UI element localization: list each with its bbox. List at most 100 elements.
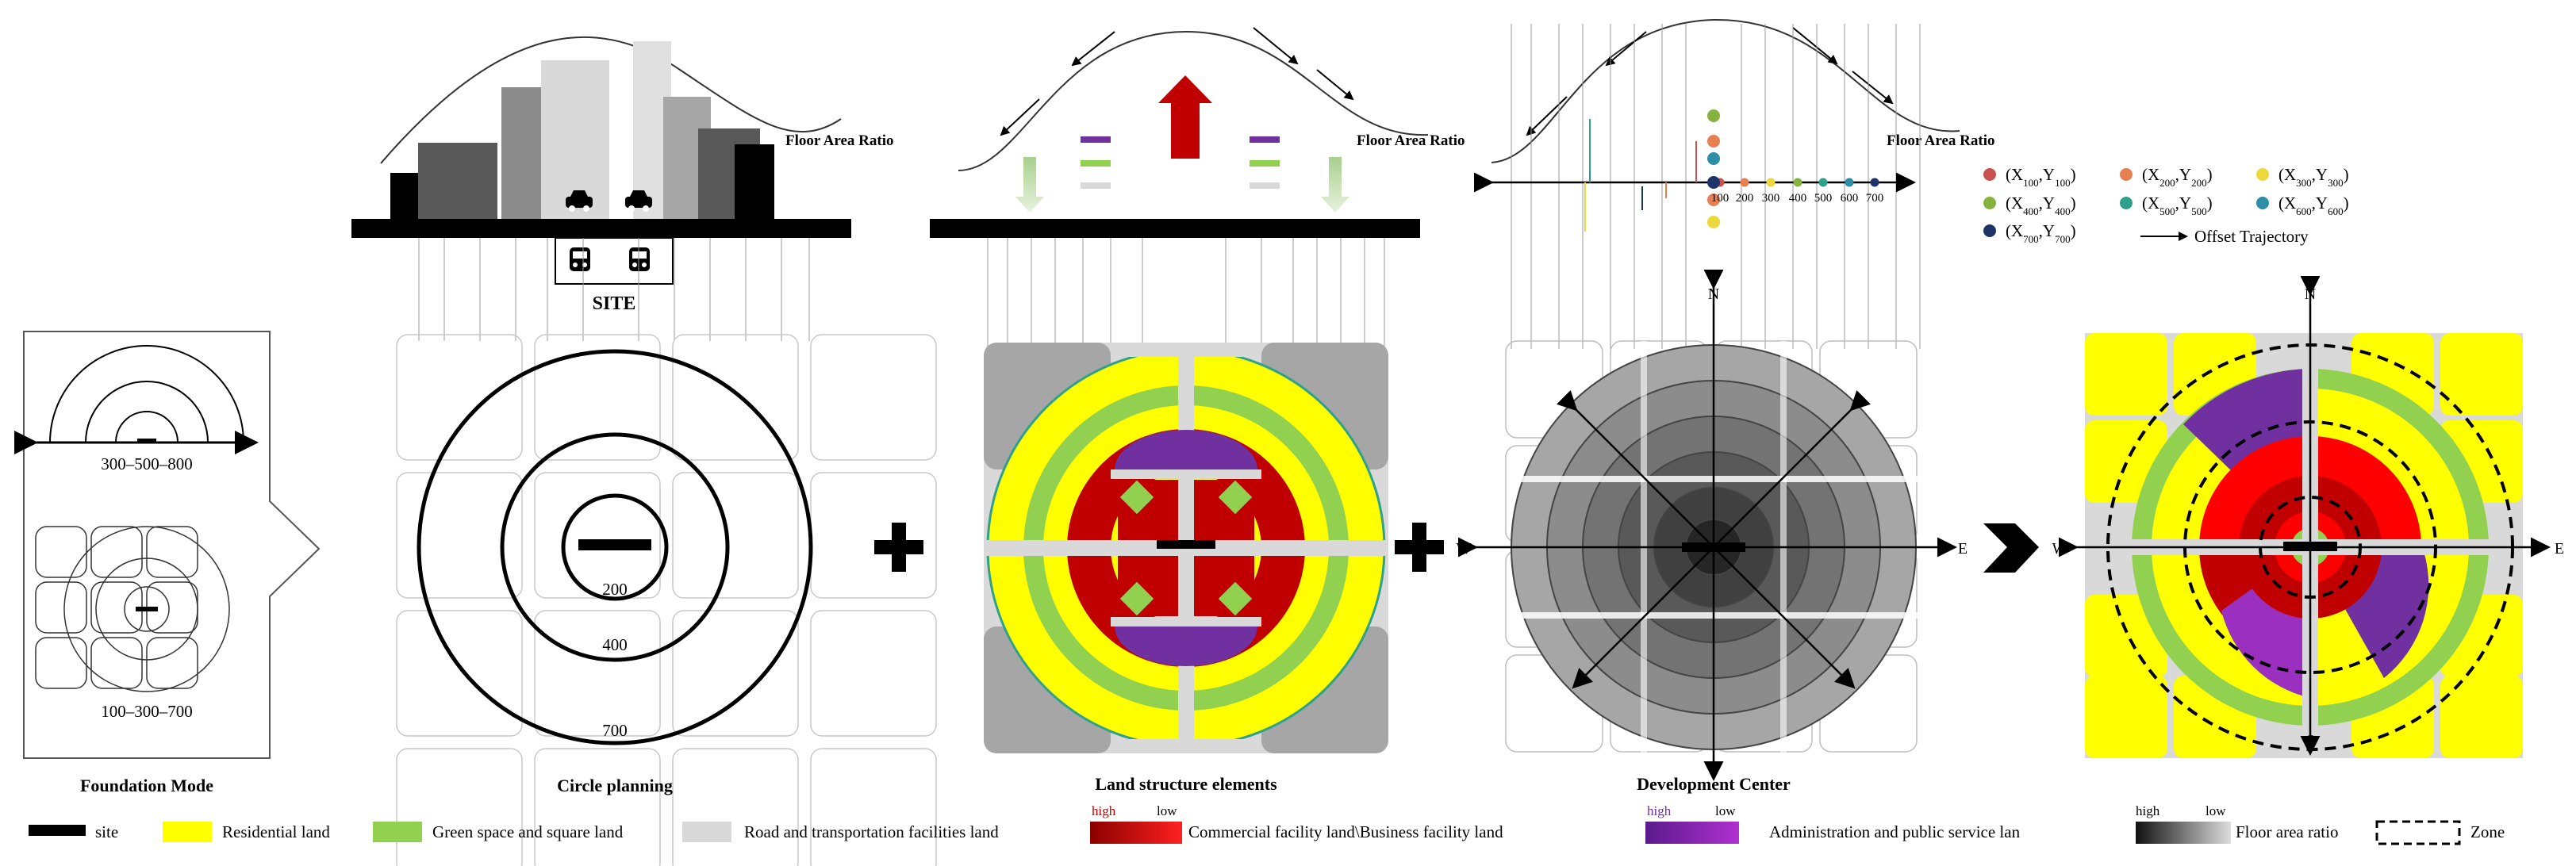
grid-block — [672, 610, 799, 737]
legend-residential: Residential land — [222, 822, 330, 841]
legend-commercial-swatch — [1090, 822, 1182, 844]
grid-block — [90, 637, 143, 689]
legend-green-swatch — [373, 822, 422, 842]
foundation-grid — [35, 526, 198, 689]
trend-arrow — [1071, 31, 1115, 67]
green-dash — [1081, 160, 1111, 167]
down-arrow-icon — [1321, 157, 1349, 213]
legend-point — [2256, 168, 2269, 181]
direction-w: W — [1457, 540, 1472, 558]
grid-block — [810, 748, 937, 866]
ring-label-bottom: 100–300–700 — [101, 702, 193, 721]
grid-block — [35, 581, 87, 634]
legend-high: high — [1647, 803, 1672, 818]
admin-dash — [1081, 136, 1111, 143]
offset-point — [1707, 216, 1720, 228]
ground-bar — [351, 219, 851, 238]
axis-tick-label: 300 — [1762, 192, 1780, 205]
grid-block — [810, 334, 937, 461]
ring-middle — [85, 381, 209, 443]
grid-block — [90, 526, 143, 578]
offset-point — [1740, 178, 1749, 187]
legend-high: high — [1092, 803, 1116, 818]
legend-residential-swatch — [163, 822, 212, 842]
development-site-marker — [1682, 542, 1745, 552]
offset-point — [1707, 109, 1720, 122]
far-label: Floor Area Ratio — [1357, 132, 1465, 149]
direction-n: N — [2305, 285, 2316, 303]
ring-outer — [49, 345, 244, 443]
circle-grid — [396, 334, 937, 866]
legend: site Residential land Green space and sq… — [29, 803, 2505, 845]
foundation-title: Foundation Mode — [80, 776, 213, 795]
grid-block — [534, 334, 661, 461]
projection-lines — [418, 238, 810, 341]
direction-s: S — [2305, 732, 2314, 749]
grid-block — [396, 472, 523, 599]
circle-title: Circle planning — [557, 776, 673, 795]
train-icon — [629, 247, 650, 271]
legend-far-swatch — [2136, 822, 2231, 844]
circle-planning-panel: Floor Area Ratio SITE 200 400 700 Circle… — [351, 36, 937, 866]
foundation-panel: 300–500–800 100–300–700 Foundation Mode — [14, 331, 321, 795]
result-site-marker — [2283, 542, 2337, 551]
grid-block — [146, 637, 198, 689]
car-icon — [566, 190, 593, 212]
axis-tick-label: 400 — [1789, 192, 1807, 205]
legend-admin: Administration and public service lan — [1769, 822, 2021, 841]
grid-block — [396, 748, 523, 866]
circle-site-marker — [578, 539, 651, 550]
offset-legend-label: (X700,Y700) — [2006, 221, 2076, 245]
legend-commercial: Commercial facility land\Business facili… — [1188, 822, 1503, 841]
circle-middle — [500, 432, 730, 662]
trend-arrow — [1605, 31, 1647, 67]
grid-block — [534, 472, 661, 599]
legend-low: low — [1157, 803, 1177, 818]
offset-legend-label: (X300,Y300) — [2278, 165, 2349, 189]
legend-high: high — [2136, 803, 2160, 818]
far-curve — [1491, 18, 1960, 163]
axis-tick-label: 500 — [1814, 192, 1833, 205]
direction-n: N — [1708, 285, 1719, 303]
axis-tick-label: 200 — [1736, 192, 1754, 205]
development-title: Development Center — [1637, 774, 1791, 794]
direction-e: E — [2555, 540, 2564, 558]
legend-point — [1983, 224, 1996, 237]
legend-point — [1983, 197, 1996, 209]
axis-tick-label: 100 — [1711, 192, 1729, 205]
residential-block — [2440, 333, 2523, 416]
grid-block — [672, 748, 799, 866]
offset-point — [1707, 194, 1720, 206]
grid-block — [146, 526, 198, 578]
legend-point — [2256, 197, 2269, 209]
offset-legend-label: (X200,Y200) — [2142, 165, 2213, 189]
grid-block — [672, 334, 799, 461]
land-title: Land structure elements — [1095, 774, 1277, 794]
residential-block — [2440, 676, 2523, 758]
site-marker — [137, 439, 156, 443]
trajectory-label: Offset Trajectory — [2194, 227, 2309, 246]
grid-block — [534, 748, 661, 866]
legend-point — [2120, 168, 2133, 181]
trend-arrow — [1526, 96, 1568, 136]
far-label: Floor Area Ratio — [1887, 132, 1995, 149]
legend-zone-swatch — [2375, 820, 2461, 845]
grid-block — [672, 472, 799, 599]
ring-label-700: 700 — [602, 721, 628, 740]
ring-label-400: 400 — [602, 635, 628, 654]
legend-green: Green space and square land — [432, 822, 624, 841]
road-dash — [1081, 182, 1111, 189]
legend-point — [1983, 168, 1996, 181]
offset-point — [1707, 135, 1720, 148]
residential-block — [2085, 676, 2167, 758]
offset-legend-label: (X400,Y400) — [2006, 194, 2076, 217]
land-map — [984, 343, 1388, 753]
offset-point — [1818, 178, 1828, 187]
grid-ring-outer — [63, 526, 230, 692]
residential-block — [2085, 333, 2167, 416]
grid-block — [534, 610, 661, 737]
land-structure-panel: Floor Area Ratio — [930, 27, 1465, 794]
offset-points — [1584, 109, 1879, 232]
